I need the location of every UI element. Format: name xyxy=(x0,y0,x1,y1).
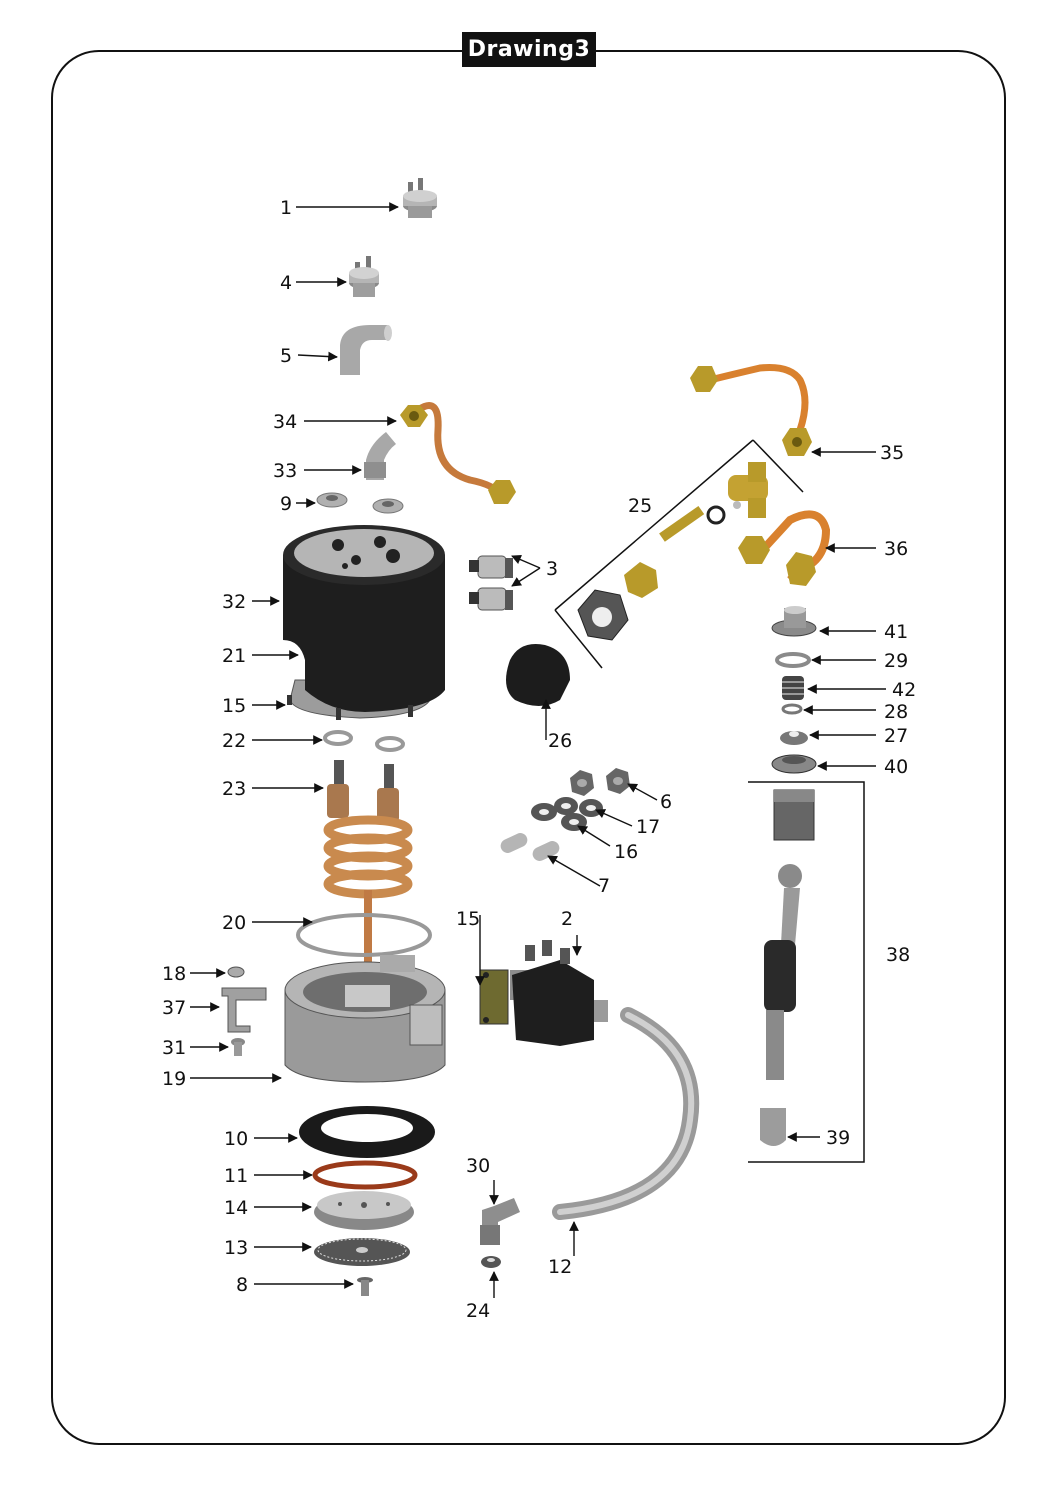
part-boiler-body-19 xyxy=(284,955,446,1083)
callout-26: 26 xyxy=(548,730,572,752)
part-small-hardware xyxy=(221,966,267,1056)
callout-labels: 1 4 5 34 33 9 32 21 15 22 23 20 18 37 31… xyxy=(162,197,916,1322)
callout-37: 37 xyxy=(162,997,186,1019)
callout-3: 3 xyxy=(546,558,558,580)
part-washer-28 xyxy=(781,703,803,715)
callout-38: 38 xyxy=(886,944,910,966)
part-thermostat-4 xyxy=(349,256,379,297)
callout-12: 12 xyxy=(548,1256,572,1278)
callout-36: 36 xyxy=(884,538,908,560)
part-tube-34 xyxy=(400,402,516,504)
part-elbow-30 xyxy=(480,1198,520,1245)
part-washer-24 xyxy=(481,1256,501,1268)
part-tube-36 xyxy=(738,510,831,586)
callout-2: 2 xyxy=(561,908,573,930)
callout-19: 19 xyxy=(162,1068,186,1090)
part-fitting-41 xyxy=(771,606,817,637)
part-gasket-10 xyxy=(299,1106,435,1158)
part-plate-14 xyxy=(314,1191,414,1230)
part-tube-35 xyxy=(690,364,812,456)
part-nut-27 xyxy=(780,731,808,745)
part-gasket-11 xyxy=(312,1160,418,1190)
callout-11: 11 xyxy=(224,1165,248,1187)
callout-4: 4 xyxy=(280,272,292,294)
part-valve-assembly-25 xyxy=(577,462,768,641)
part-spring-42 xyxy=(782,676,804,700)
part-oring-22 xyxy=(323,730,405,752)
callout-40: 40 xyxy=(884,756,908,778)
part-washer-29 xyxy=(775,652,811,668)
leader-lines xyxy=(190,202,886,1298)
part-nut-9 xyxy=(316,492,404,514)
callout-21: 21 xyxy=(222,645,246,667)
part-thermostat-1 xyxy=(403,178,437,218)
part-washers-16-17 xyxy=(531,797,603,831)
callout-8: 8 xyxy=(236,1274,248,1296)
callout-7: 7 xyxy=(598,875,610,897)
callout-10: 10 xyxy=(224,1128,248,1150)
callout-15-boiler: 15 xyxy=(222,695,246,717)
part-screen-13 xyxy=(314,1238,410,1266)
callout-15-solenoid: 15 xyxy=(456,908,480,930)
callout-5: 5 xyxy=(280,345,292,367)
callout-1: 1 xyxy=(280,197,292,219)
part-ring-20 xyxy=(296,913,432,957)
part-fitting-3 xyxy=(469,555,513,611)
part-heating-element-23 xyxy=(323,760,413,995)
callout-25: 25 xyxy=(628,495,652,517)
drawing-title: Drawing3 xyxy=(462,32,596,67)
bracket-38 xyxy=(748,781,865,1163)
callout-29: 29 xyxy=(884,650,908,672)
callout-39: 39 xyxy=(826,1127,850,1149)
callout-23: 23 xyxy=(222,778,246,800)
part-boiler-32 xyxy=(283,525,445,720)
callout-31: 31 xyxy=(162,1037,186,1059)
part-nut-40 xyxy=(771,754,817,774)
callout-32: 32 xyxy=(222,591,246,613)
callout-24: 24 xyxy=(466,1300,490,1322)
callout-34: 34 xyxy=(273,411,297,433)
callout-16: 16 xyxy=(614,841,638,863)
part-elbow-33 xyxy=(364,432,396,480)
part-steam-wand-38 xyxy=(764,789,815,1080)
callout-30: 30 xyxy=(466,1155,490,1177)
callout-20: 20 xyxy=(222,912,246,934)
callout-6: 6 xyxy=(660,791,672,813)
part-nut-6 xyxy=(570,768,630,796)
callout-9: 9 xyxy=(280,493,292,515)
callout-42: 42 xyxy=(892,679,916,701)
bracket-25 xyxy=(554,439,804,669)
part-screw-8 xyxy=(357,1277,373,1296)
callout-18: 18 xyxy=(162,963,186,985)
callout-14: 14 xyxy=(224,1197,248,1219)
callout-41: 41 xyxy=(884,621,908,643)
callout-33: 33 xyxy=(273,460,297,482)
part-pins-7 xyxy=(500,833,560,861)
callout-17: 17 xyxy=(636,816,660,838)
callout-35: 35 xyxy=(880,442,904,464)
callout-28: 28 xyxy=(884,701,908,723)
part-solenoid-2 xyxy=(479,940,608,1046)
callout-27: 27 xyxy=(884,725,908,747)
callout-13: 13 xyxy=(224,1237,248,1259)
part-cap-26 xyxy=(506,644,570,706)
callout-22: 22 xyxy=(222,730,246,752)
part-elbow-5 xyxy=(340,325,392,375)
part-tip-39 xyxy=(760,1108,786,1146)
